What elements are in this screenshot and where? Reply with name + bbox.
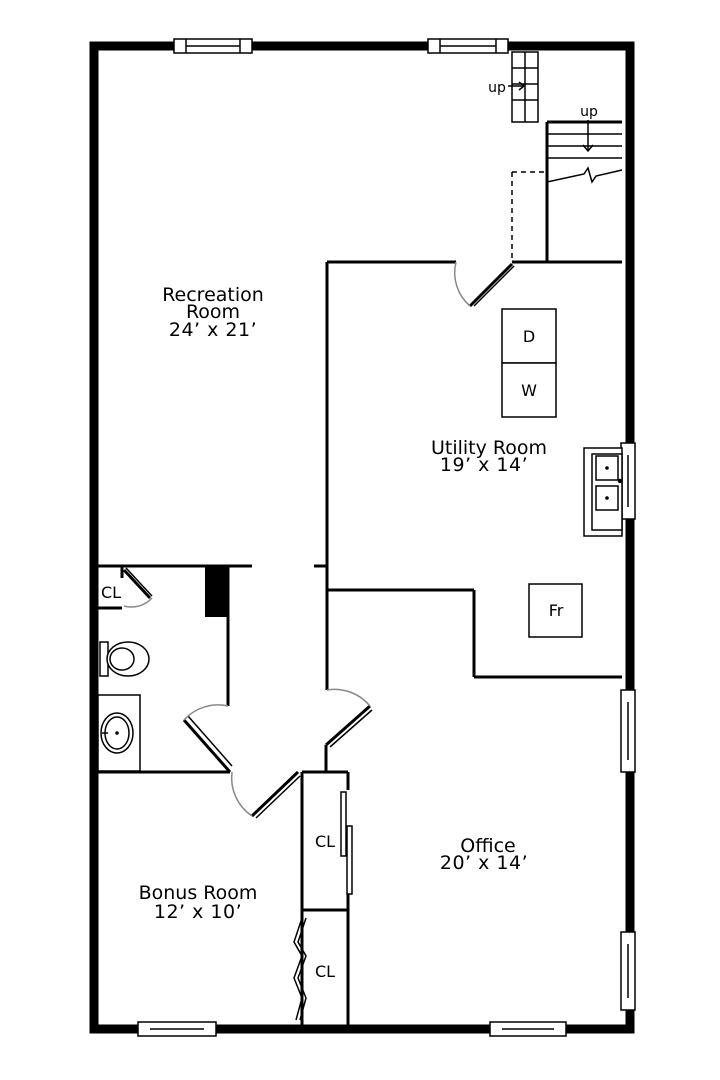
toilet — [99, 641, 150, 677]
office-door — [325, 688, 373, 748]
hall-walls — [226, 566, 329, 772]
window-right-office-bottom — [620, 931, 636, 1011]
washer — [501, 362, 557, 418]
utility-room-name: Utility Room — [431, 437, 547, 459]
stairs-lower — [511, 120, 623, 262]
bath-sink — [97, 694, 141, 772]
utility-door — [453, 261, 515, 308]
recreation-room-name-1: Recreation — [162, 284, 264, 306]
furnace-label: Fr — [549, 601, 564, 620]
bathroom-walls — [98, 566, 230, 774]
office-room-dims: 20’ x 14’ — [440, 852, 528, 874]
bonus-room-dims: 12’ x 10’ — [154, 901, 242, 923]
window-right-office-top — [620, 689, 636, 773]
bath-door — [182, 704, 233, 773]
furnace — [528, 583, 583, 638]
dryer-label: D — [523, 327, 535, 346]
window-top-right — [427, 38, 509, 54]
recreation-room-name-2: Room — [186, 301, 240, 323]
window-top-left — [173, 38, 253, 54]
bonus-room-name: Bonus Room — [139, 882, 258, 904]
stairs-up-label-1: up — [488, 80, 506, 96]
dryer — [501, 308, 557, 364]
closet-1-label: CL — [315, 832, 335, 851]
exterior-wall — [89, 41, 635, 1034]
bath-closet-label: CL — [101, 583, 121, 602]
chimney-block — [205, 567, 229, 617]
recreation-room-dims: 24’ x 21’ — [169, 319, 257, 341]
utility-walls — [325, 260, 622, 679]
window-bottom-left — [137, 1021, 217, 1037]
closet-bifold-door — [293, 917, 307, 1021]
closet-sliding-door — [340, 791, 353, 895]
closet-2-label: CL — [315, 962, 335, 981]
bath-closet-door — [122, 567, 153, 608]
bonus-room-door — [230, 770, 301, 819]
stairs-up-label-2: up — [580, 104, 598, 120]
stairs-upper — [508, 51, 539, 123]
window-bottom-right — [489, 1021, 567, 1037]
window-right-utility — [620, 442, 636, 520]
office-room-name: Office — [460, 835, 515, 857]
utility-room-dims: 19’ x 14’ — [440, 454, 528, 476]
washer-label: W — [521, 381, 537, 400]
utility-sink — [583, 447, 623, 537]
